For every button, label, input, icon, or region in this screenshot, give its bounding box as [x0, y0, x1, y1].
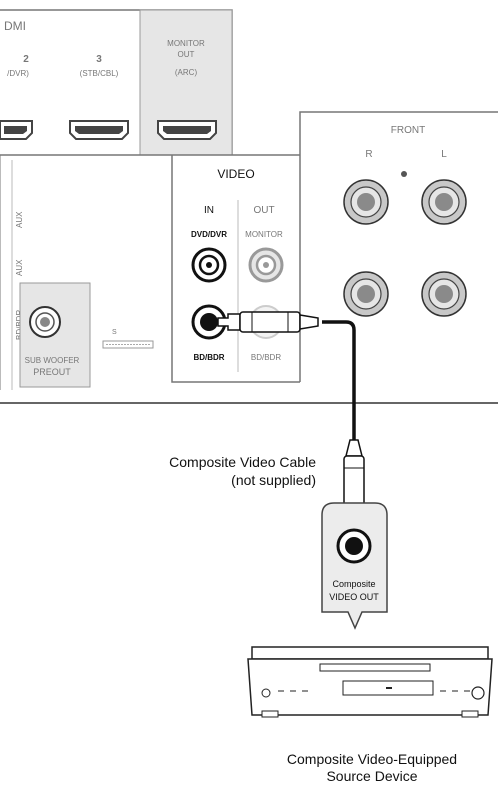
aux-label: AUX [15, 211, 24, 228]
subwoofer-label: SUB WOOFER [25, 356, 80, 365]
hdmi-label-fragment: DMI [4, 19, 26, 33]
front-right-label: R [365, 149, 372, 160]
front-left-label: L [441, 149, 447, 160]
dvd-dvr-video-jack [191, 247, 227, 283]
cable-label: Composite Video Cable (not supplied) [169, 454, 316, 488]
small-port: S [102, 329, 154, 349]
monitor-label: MONITOR [245, 230, 283, 239]
speaker-terminal [343, 271, 389, 317]
subwoofer-label: PREOUT [33, 367, 71, 377]
hdmi-input-3: 3 (STB/CBL) [69, 54, 129, 140]
video-section: VIDEO IN OUT DVD/DVR MONITOR [171, 155, 300, 383]
device-label-line1: Composite Video-Equipped [287, 751, 457, 767]
receiver-rear-panel: DMI 2 /DVR) 3 (STB/CBL) MONITOR OUT (ARC… [0, 9, 498, 404]
dvd-dvr-label: DVD/DVR [191, 230, 227, 239]
aux-label: AUX [15, 259, 24, 276]
hdmi-input-number: 2 [23, 54, 29, 65]
front-title: FRONT [391, 125, 425, 136]
subwoofer-preout: SUB WOOFER PREOUT [19, 282, 91, 388]
out-label: OUT [253, 205, 274, 216]
hdmi-input-number: 3 [96, 54, 102, 65]
device-label-line2: Source Device [326, 768, 417, 784]
source-device [247, 646, 493, 718]
video-title: VIDEO [217, 167, 254, 181]
hdmi-monitor-out: MONITOR OUT (ARC) [157, 39, 217, 140]
monitor-out-label: (ARC) [175, 68, 198, 77]
source-device-label: Composite Video-Equipped Source Device [287, 751, 457, 784]
monitor-out-label: MONITOR [167, 39, 205, 48]
bd-bdr-out-label: BD/BDR [251, 353, 281, 362]
front-speaker-section: FRONT R L [299, 111, 498, 382]
cable-label-line1: Composite Video Cable [169, 454, 316, 470]
monitor-video-jack [248, 247, 284, 283]
bd-bdr-label: BD/BDR [193, 353, 224, 362]
hdmi-input-2: 2 /DVR) [0, 54, 33, 140]
in-label: IN [204, 205, 214, 216]
speaker-terminal [343, 179, 389, 225]
monitor-out-label: OUT [178, 50, 195, 59]
source-jack-callout: Composite VIDEO OUT [321, 502, 388, 630]
small-port-label: S [112, 329, 117, 336]
jack-label-line1: Composite [332, 579, 375, 589]
hdmi-input-label: /DVR) [7, 69, 29, 78]
speaker-terminal [421, 271, 467, 317]
composite-video-out-jack [336, 528, 372, 564]
speaker-terminal [421, 179, 467, 225]
jack-label-line2: VIDEO OUT [329, 592, 379, 602]
hdmi-input-label: (STB/CBL) [80, 69, 119, 78]
cable-label-line2: (not supplied) [231, 472, 316, 488]
